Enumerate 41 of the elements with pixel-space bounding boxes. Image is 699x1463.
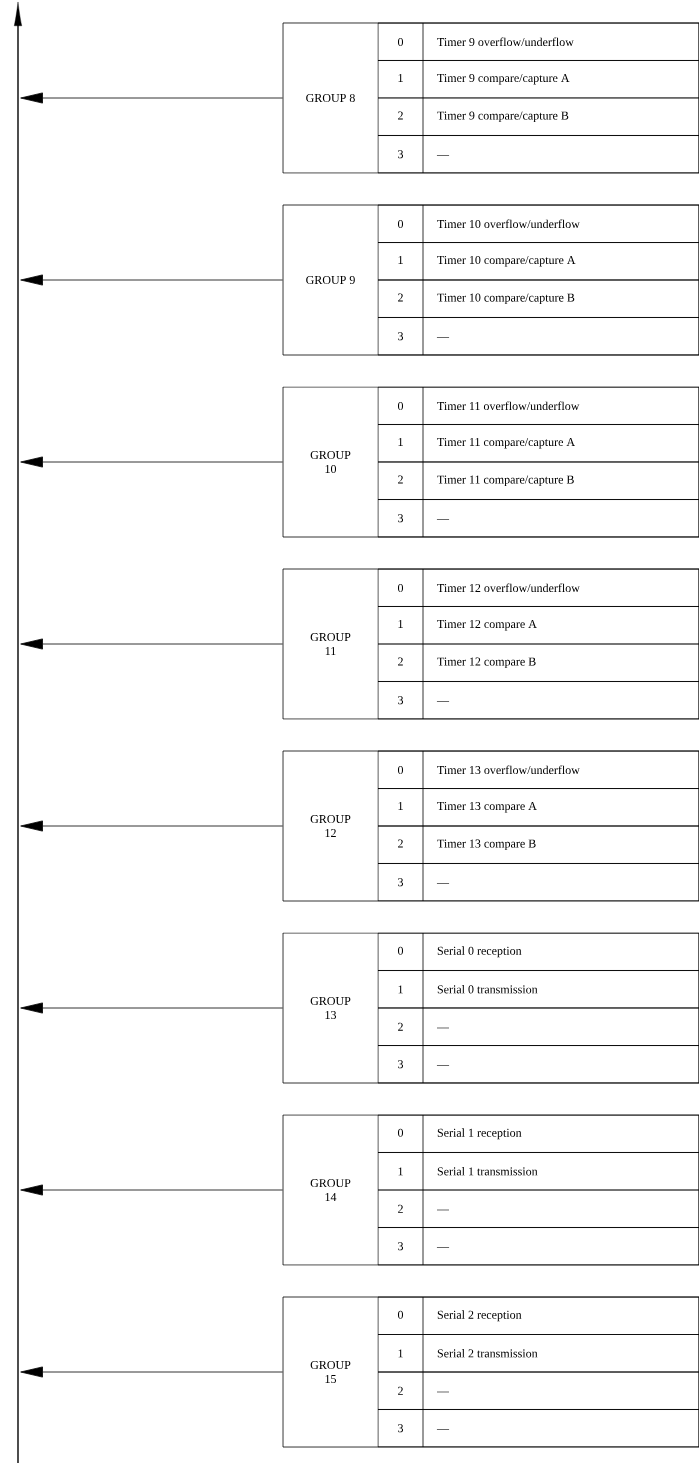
arrow [20,1002,283,1014]
table-row: 3 — [377,317,699,356]
table-row: 3 — [377,863,699,902]
table-row: 3 — [377,1227,699,1266]
table-row: 1 Serial 0 transmission [377,970,699,1009]
table-row: 3 — [377,135,699,174]
table-row: 1 Serial 1 transmission [377,1152,699,1191]
table-row: 2 Timer 10 compare/capture B [377,279,699,318]
table-row: 2 Timer 11 compare/capture B [377,461,699,500]
arrow [20,1184,283,1196]
table-row: 0 Timer 9 overflow/underflow [377,22,699,61]
table-row: 3 — [377,499,699,538]
table-row: 0 Serial 1 reception [377,1114,699,1153]
arrow [20,820,283,832]
arrow [20,638,283,650]
table-row: 1 Timer 12 compare A [377,606,699,645]
table-row: 0 Serial 2 reception [377,1296,699,1335]
arrow [20,456,283,468]
arrow [20,1366,283,1378]
table-row: 2 — [377,1371,699,1410]
table-row: 2 — [377,1189,699,1228]
table-row: 1 Timer 11 compare/capture A [377,424,699,463]
table-row: 0 Timer 13 overflow/underflow [377,750,699,789]
table-row: 3 — [377,681,699,720]
table-row: 2 Timer 13 compare B [377,825,699,864]
table-row: 1 Timer 10 compare/capture A [377,242,699,281]
bus-line [14,1,22,1463]
table-row: 2 Timer 9 compare/capture B [377,97,699,136]
table-row: 3 — [377,1045,699,1084]
table-row: 0 Timer 11 overflow/underflow [377,386,699,425]
table-row: 0 Serial 0 reception [377,932,699,971]
table-row: 1 Timer 13 compare A [377,788,699,827]
table-row: 1 Timer 9 compare/capture A [377,60,699,99]
table-row: 1 Serial 2 transmission [377,1334,699,1373]
arrow [20,92,283,104]
arrow [20,274,283,286]
table-row: 2 Timer 12 compare B [377,643,699,682]
table-row: 2 — [377,1007,699,1046]
table-row: 3 — [377,1409,699,1448]
table-row: 0 Timer 10 overflow/underflow [377,204,699,243]
table-row: 0 Timer 12 overflow/underflow [377,568,699,607]
